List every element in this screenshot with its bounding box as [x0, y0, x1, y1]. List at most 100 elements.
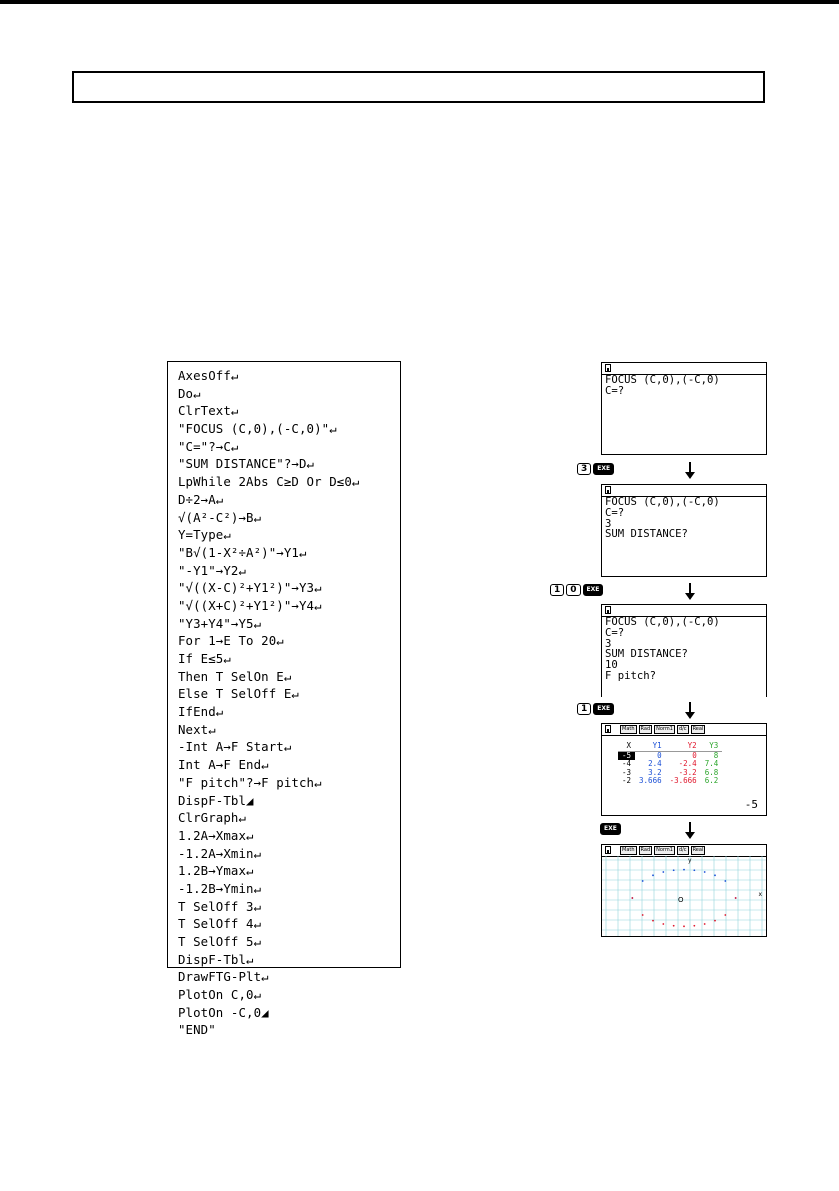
plot-point [714, 874, 716, 877]
program-line: T SelOff 5↵ [178, 934, 262, 949]
plot-point [693, 869, 696, 872]
table-cell: 3.666 [639, 776, 662, 785]
down-arrow-icon [685, 702, 695, 719]
key-1[interactable]: 1 [550, 584, 565, 596]
plot-point [652, 874, 654, 877]
program-line: PlotOn -C,0◢ [178, 1004, 269, 1020]
table-cell: 8 [713, 750, 719, 760]
plot-point [672, 869, 675, 872]
program-line: 1.2B→Ymax↵ [178, 863, 254, 879]
top-rule [0, 0, 839, 4]
program-line: "B√(1-X²÷A²)"→Y1↵ [178, 544, 307, 560]
mode-tag: Rad [638, 846, 653, 855]
status-bar [602, 605, 766, 617]
key-exe[interactable]: EXE [593, 463, 615, 475]
program-line: "END" [178, 1022, 216, 1038]
status-bar [602, 363, 766, 375]
program-line: ClrText↵ [178, 403, 239, 419]
plot-point [683, 868, 685, 871]
program-line: Int A→F End↵ [178, 757, 269, 773]
mode-tag: Norm1 [654, 725, 675, 734]
table-cell[interactable]: -5 [618, 751, 636, 760]
plot-point [734, 897, 737, 899]
program-line: -Int A→F Start↵ [178, 739, 292, 755]
down-arrow-icon [685, 462, 695, 479]
screen-text: FOCUS (C,0),(-C,0) C=? [605, 374, 720, 397]
key-1[interactable]: 1 [577, 703, 592, 715]
plot-point [631, 897, 634, 899]
plot-point [703, 923, 706, 925]
program-line: "√((X-C)²+Y1²)"→Y3↵ [178, 580, 322, 596]
battery-icon [605, 486, 611, 494]
program-line: Y=Type↵ [178, 527, 231, 543]
program-line: DrawFTG-Plt↵ [178, 969, 269, 985]
plot-point [703, 871, 706, 873]
plot-point [662, 923, 665, 925]
program-line: "-Y1"→Y2↵ [178, 562, 247, 578]
key-3[interactable]: 3 [577, 463, 592, 475]
program-line: -1.2B→Ymin↵ [178, 880, 262, 896]
program-line: "SUM DISTANCE"?→D↵ [178, 456, 315, 472]
plot-point [672, 924, 675, 927]
screen-text: FOCUS (C,0),(-C,0) C=? 3 SUM DISTANCE? [605, 496, 720, 541]
program-line: -1.2A→Xmin↵ [178, 845, 262, 861]
key-sequence-2: 1 0 EXE [550, 584, 604, 596]
key-0[interactable]: 0 [566, 584, 581, 596]
plot-point [724, 880, 727, 882]
program-line: √(A²-C²)→B↵ [178, 509, 262, 525]
key-exe[interactable]: EXE [593, 703, 615, 715]
table-cell: 7.4 [704, 759, 719, 768]
program-line: LpWhile 2Abs C≥D Or D≤0↵ [178, 474, 360, 490]
program-line: DispF-Tbl↵ [178, 951, 254, 967]
plot-point [714, 919, 716, 922]
program-line: IfEnd↵ [178, 704, 224, 720]
mode-tag: Norm1 [654, 846, 675, 855]
program-line: "√((X+C)²+Y1²)"→Y4↵ [178, 597, 322, 613]
battery-icon [605, 846, 611, 854]
program-line: For 1→E To 20↵ [178, 633, 284, 649]
program-line: Next↵ [178, 721, 216, 737]
table-cell: -3.666 [669, 776, 697, 785]
key-sequence-3: 1 EXE [577, 703, 615, 715]
key-exe[interactable]: EXE [600, 823, 621, 835]
table-cell: 6.8 [704, 767, 719, 777]
table-header: Y1 [635, 741, 666, 752]
plot-point [641, 880, 644, 882]
table-header: Y2 [665, 741, 701, 752]
table-header: Y3 [700, 741, 723, 752]
program-line: Do↵ [178, 385, 201, 401]
key-exe[interactable]: EXE [582, 584, 604, 596]
program-line: "C="?→C↵ [178, 438, 239, 454]
axis-label-y: y [688, 857, 692, 864]
program-line: Else T SelOff E↵ [178, 686, 299, 702]
program-line: AxesOff↵ [178, 368, 239, 383]
plot-point [652, 919, 654, 922]
table-cell: 3.2 [648, 767, 662, 777]
mode-tag: Math [620, 725, 637, 734]
origin-label: O [678, 896, 684, 904]
graph-area: x yO [602, 856, 766, 936]
plot-point [724, 914, 727, 916]
mode-tag: Rad [638, 725, 653, 734]
mode-tag: d/c [676, 846, 689, 855]
program-line: T SelOff 4↵ [178, 916, 262, 932]
calc-screen-2: FOCUS (C,0),(-C,0) C=? 3 SUM DISTANCE? [601, 484, 767, 577]
axis-label-x: x [758, 891, 762, 898]
title-box [72, 71, 765, 103]
table-header: X [618, 741, 636, 752]
program-line: 1.2A→Xmax↵ [178, 827, 254, 843]
program-line: ClrGraph↵ [178, 810, 247, 826]
plot-point [683, 925, 685, 928]
down-arrow-icon [685, 583, 695, 600]
plot-point [662, 871, 665, 873]
table-cell: -2 [622, 776, 632, 785]
